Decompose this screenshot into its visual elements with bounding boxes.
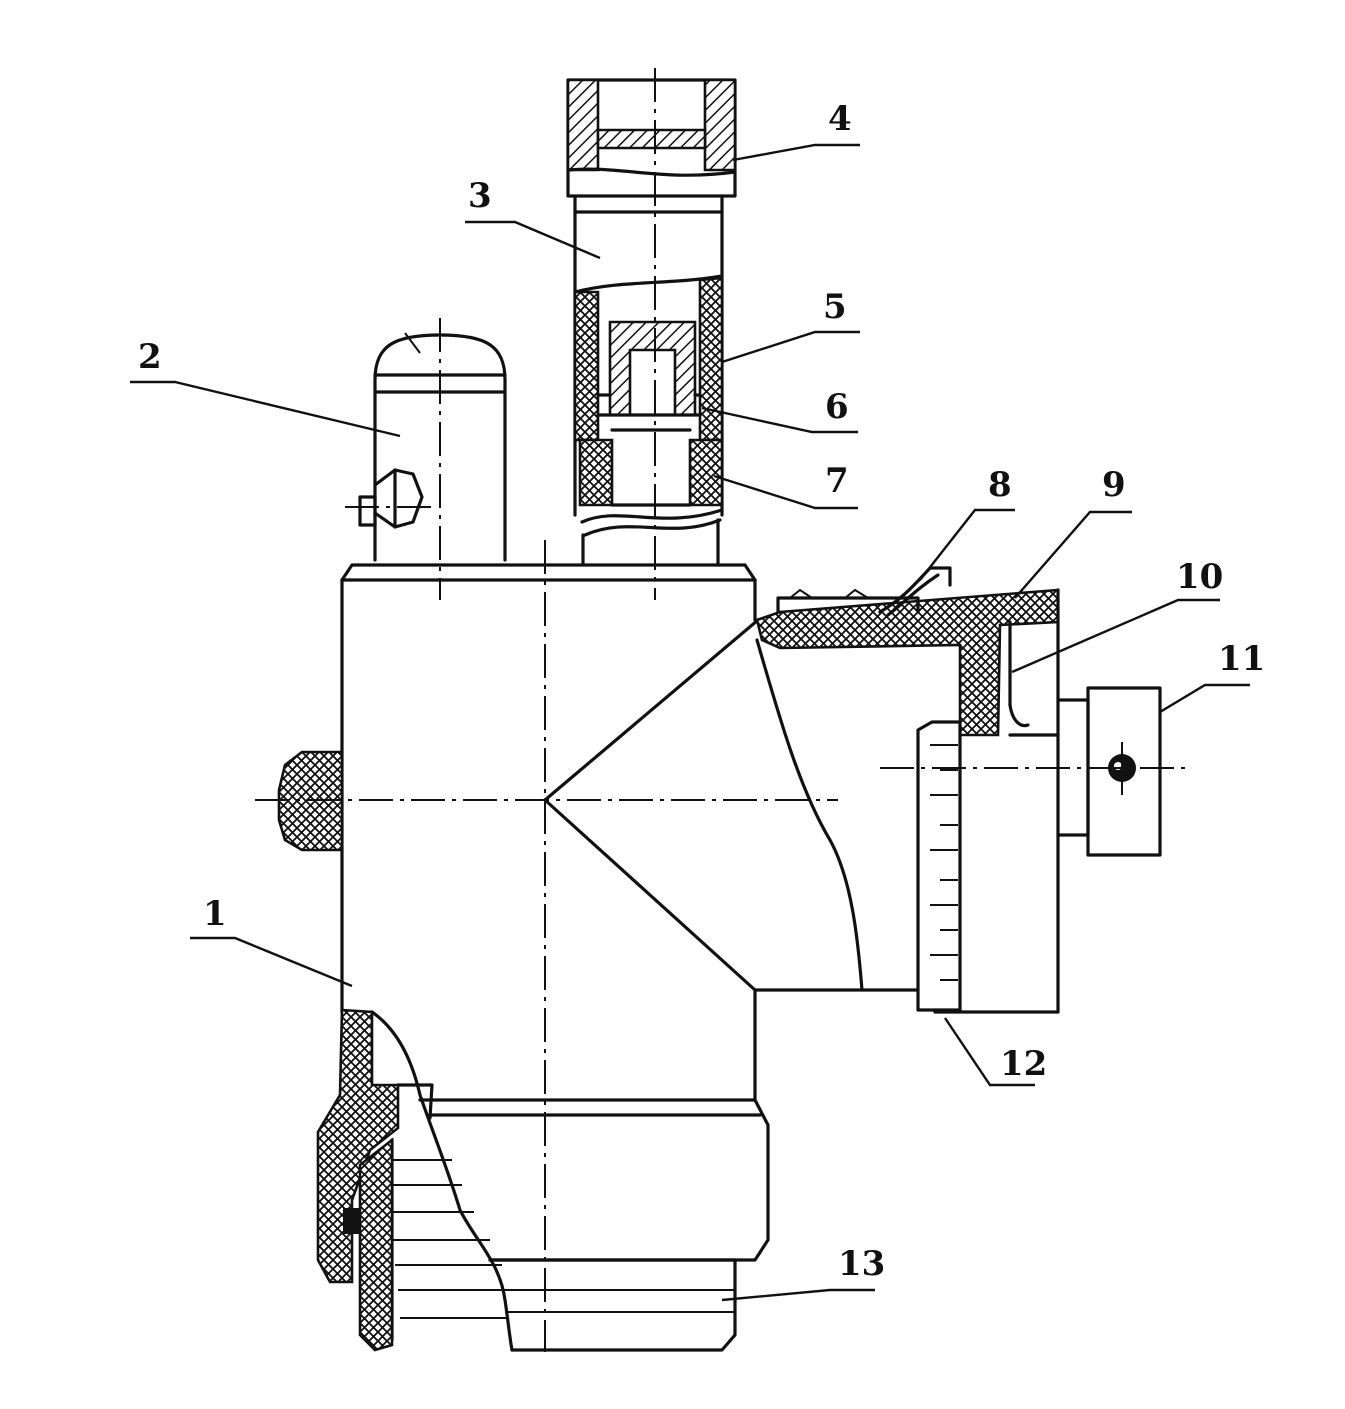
callout-7: 7 — [825, 461, 849, 501]
callout-2: 2 — [138, 337, 162, 377]
side-tube-assembly — [755, 566, 1162, 1014]
callout-9: 9 — [1102, 465, 1126, 505]
callout-13: 13 — [838, 1244, 885, 1284]
callout-labels: 1 2 3 4 5 6 7 8 9 10 11 12 13 — [138, 99, 1265, 1284]
callout-4: 4 — [828, 99, 852, 139]
callout-12: 12 — [1000, 1044, 1047, 1084]
callout-1: 1 — [203, 894, 227, 934]
callout-8: 8 — [988, 465, 1012, 505]
scale-ticks — [930, 744, 958, 981]
center-lines — [255, 68, 1185, 1352]
callout-6: 6 — [825, 387, 849, 427]
main-body — [316, 563, 920, 1352]
callout-11: 11 — [1218, 639, 1265, 679]
callout-10: 10 — [1176, 557, 1223, 597]
callout-3: 3 — [468, 176, 492, 216]
callout-5: 5 — [823, 287, 847, 327]
side-housing — [358, 332, 507, 562]
leader-lines — [130, 143, 1250, 1302]
vertical-tube — [566, 78, 737, 567]
